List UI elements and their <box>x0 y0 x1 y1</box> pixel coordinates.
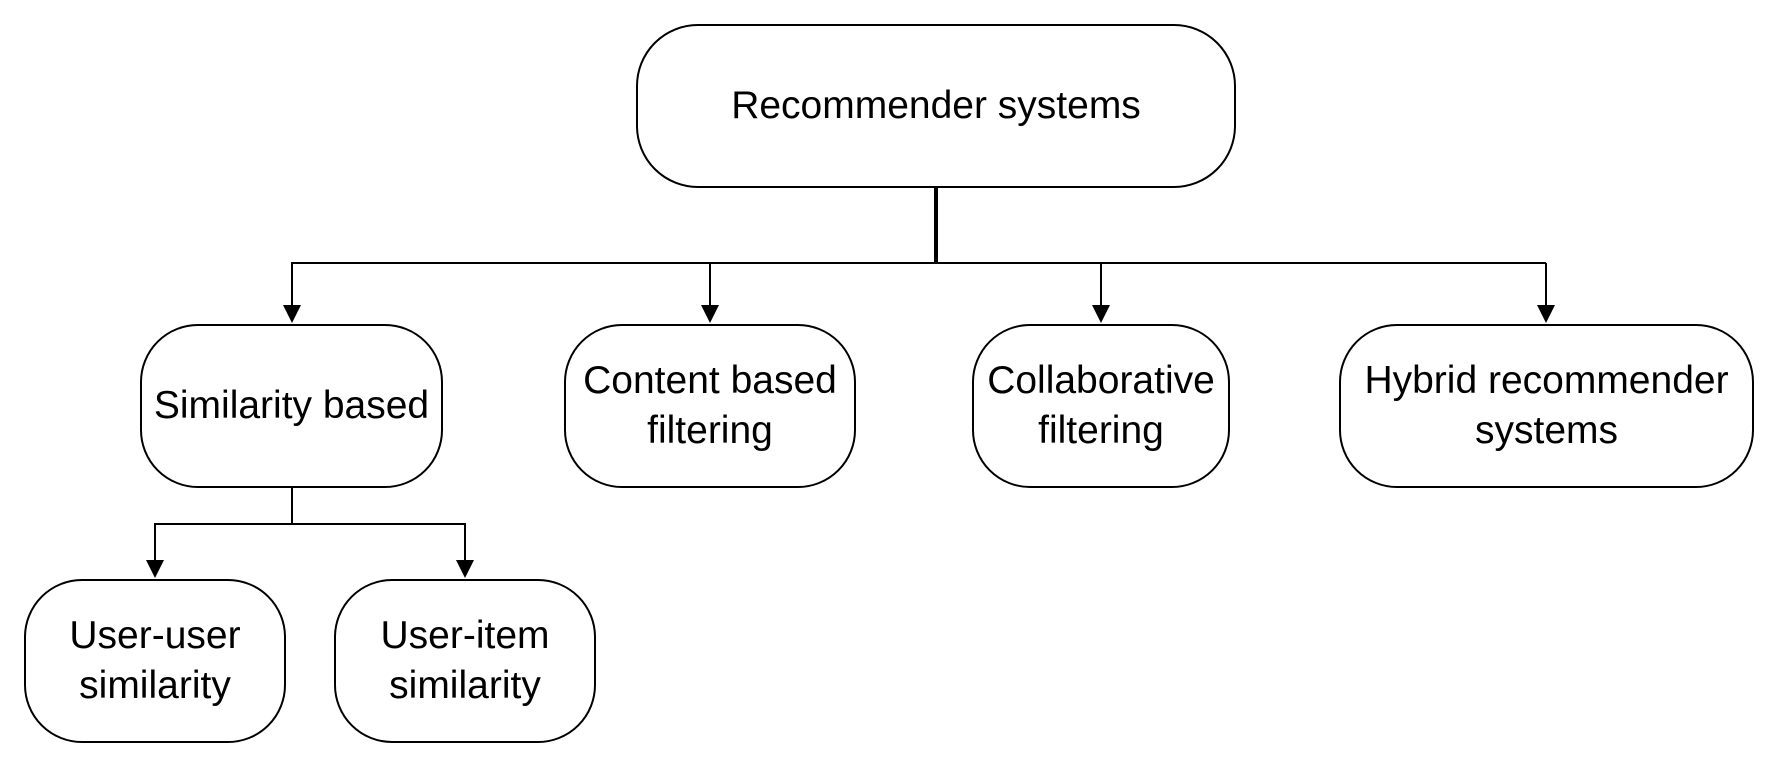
node-similarity-based: Similarity based <box>140 324 443 488</box>
node-label: User-item similarity <box>380 614 550 707</box>
arrowhead-similarity <box>283 305 301 323</box>
node-user-user-similarity: User-user similarity <box>24 579 286 743</box>
node-content-based-filtering: Content based filtering <box>564 324 856 488</box>
node-label: Similarity based <box>153 384 430 427</box>
node-label: Content based filtering <box>583 359 837 452</box>
node-collaborative-filtering: Collaborative filtering <box>972 324 1230 488</box>
node-label: Recommender systems <box>731 84 1141 127</box>
node-user-item-similarity: User-item similarity <box>334 579 596 743</box>
arrowhead-user-item <box>456 560 474 578</box>
node-label: User-user similarity <box>69 614 241 707</box>
node-label: Collaborative filtering <box>987 359 1215 452</box>
arrowhead-user-user <box>146 560 164 578</box>
node-recommender-systems: Recommender systems <box>636 24 1236 188</box>
node-label: Hybrid recommender systems <box>1364 359 1729 452</box>
arrowhead-hybrid <box>1537 305 1555 323</box>
arrowhead-collaborative <box>1092 305 1110 323</box>
arrowhead-content <box>701 305 719 323</box>
node-hybrid-recommender-systems: Hybrid recommender systems <box>1339 324 1754 488</box>
